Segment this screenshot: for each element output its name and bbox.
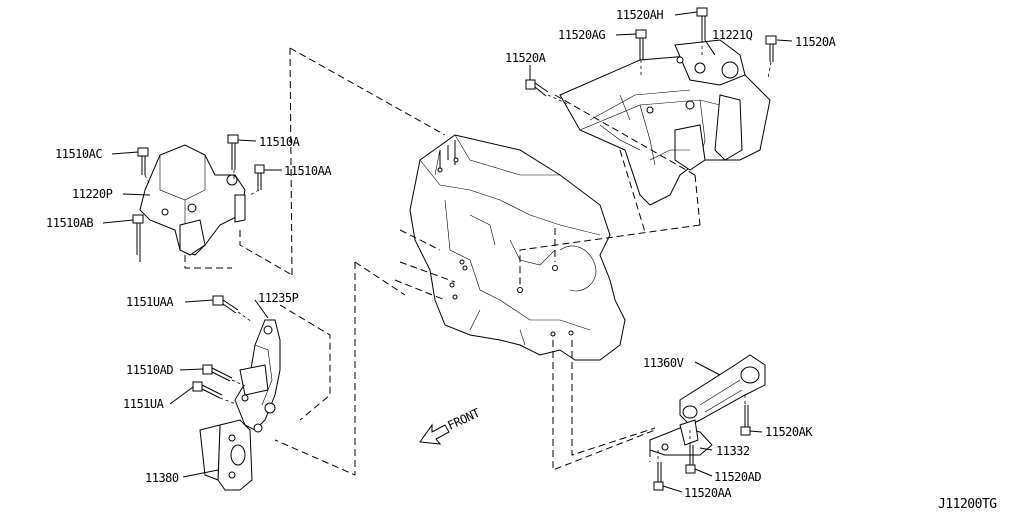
mount-bracket-11221q (559, 39, 771, 206)
diagram-code: J11200TG (938, 497, 997, 512)
bolt-11510ad (202, 364, 233, 382)
bolt-11520ah (696, 7, 708, 40)
front-label: FRONT (445, 406, 482, 433)
bolt-11520a-left (525, 79, 549, 97)
callout-11332: 11332 (716, 444, 750, 458)
bolt-11510aa (254, 164, 265, 190)
bracket-11332 (649, 419, 713, 456)
engine-block (409, 134, 626, 361)
callout-11510ab: 11510AB (46, 216, 93, 230)
bolt-11520ag (635, 29, 647, 60)
callout-11380: 11380 (145, 471, 179, 485)
callout-11510ad: 11510AD (126, 363, 173, 377)
mount-bracket-11235p (234, 319, 281, 433)
callout-11520aa: 11520AA (684, 486, 732, 500)
front-arrow-icon: FRONT (419, 406, 482, 445)
bolt-1151ua (192, 381, 223, 399)
callout-11520ah: 11520AH (616, 8, 663, 22)
callout-11520a-left: 11520A (505, 51, 547, 65)
bolt-11510ab (132, 214, 144, 255)
callout-labels: 11520AH 11520AG 11221Q 11520A 11520A 115… (46, 8, 837, 500)
bolt-11520a-right (765, 35, 777, 62)
callout-1151uaa: 1151UAA (126, 295, 174, 309)
leader-lines (102, 11, 793, 493)
callout-11221q: 11221Q (712, 28, 753, 42)
bolt-1151uaa (212, 295, 239, 314)
bolt-11510a (227, 134, 239, 170)
bolt-11520ak (740, 405, 751, 436)
callout-11520ag: 11520AG (558, 28, 605, 42)
callout-11510aa: 11510AA (284, 164, 332, 178)
bolt-11510ac (137, 147, 149, 175)
callout-11520ad: 11520AD (714, 470, 761, 484)
callout-11360v: 11360V (643, 356, 684, 370)
callout-1151ua: 1151UA (123, 397, 165, 411)
bolt-11520aa (653, 462, 664, 491)
callout-11220p: 11220P (72, 187, 113, 201)
callout-11510ac: 11510AC (55, 147, 102, 161)
callout-11520a-right: 11520A (795, 35, 837, 49)
callout-11235p: 11235P (258, 291, 299, 305)
torque-rod-11360v (679, 354, 766, 426)
insulator-11380 (199, 419, 253, 491)
callout-11520ak: 11520AK (765, 425, 813, 439)
assembly-dashed-lines (139, 40, 772, 476)
bolt-group (132, 7, 777, 491)
engine-mount-11220p (139, 144, 246, 256)
callout-11510a: 11510A (259, 135, 301, 149)
